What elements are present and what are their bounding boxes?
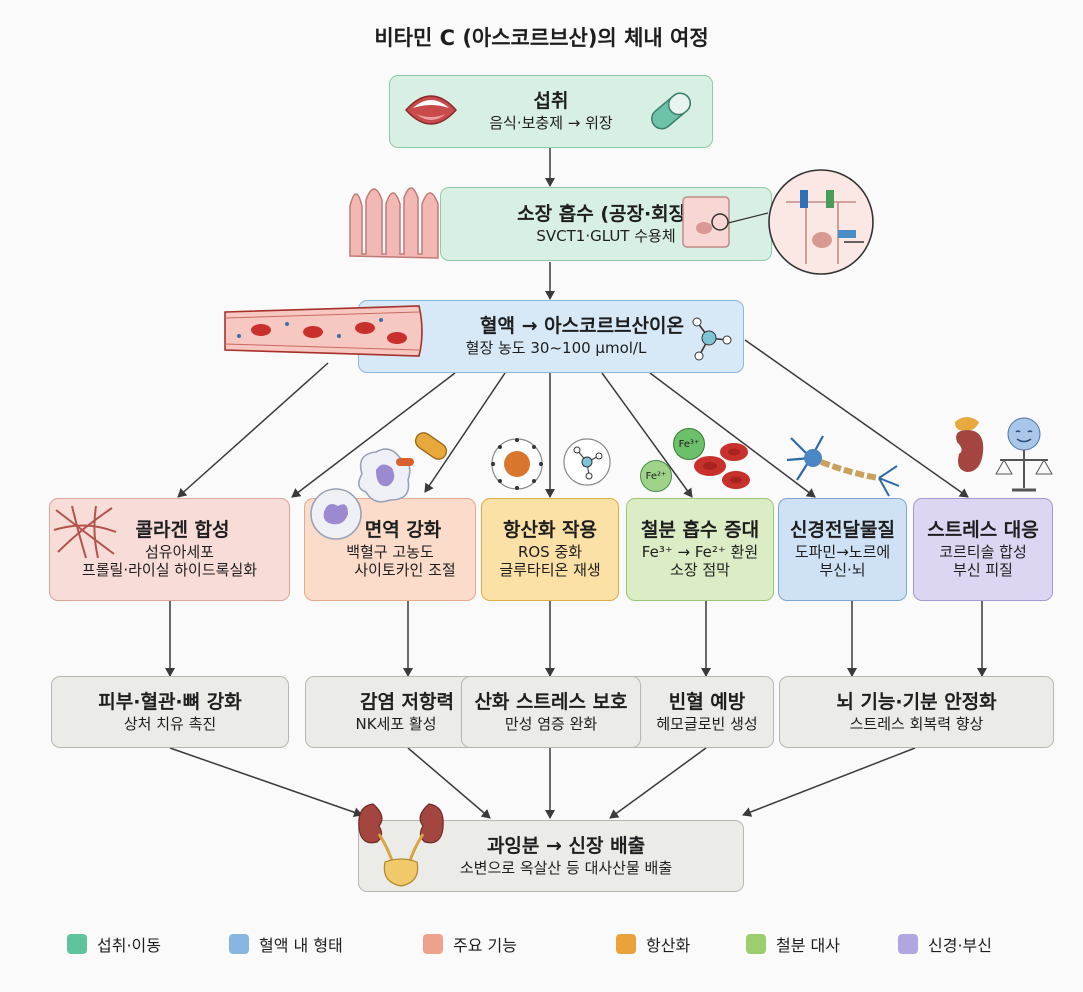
function-stress: 스트레스 대응 코르티솔 합성 부신 피질 <box>913 498 1053 601</box>
outcome-sub: 스트레스 회복력 향상 <box>849 714 984 733</box>
outcome-sub: 헤모글로빈 생성 <box>656 714 758 733</box>
blood-title: 혈액 → 아스코르브산이온 <box>480 315 684 338</box>
function-title: 신경전달물질 <box>790 518 895 541</box>
outcome-skin: 피부·혈관·뼈 강화 상처 치유 촉진 <box>51 676 289 748</box>
outcome-sub: NK세포 활성 <box>355 714 437 733</box>
function-title: 스트레스 대응 <box>927 518 1039 541</box>
arrow-blood-stress <box>744 339 969 498</box>
diagram-title: 비타민 C (아스코르브산)의 체내 여정 <box>374 26 709 50</box>
legend-label: 주요 기능 <box>453 936 517 955</box>
legend-item-neuro: 신경·부신 <box>898 932 992 956</box>
arrow-brain-excretion <box>742 747 916 817</box>
legend-item-blood: 혈액 내 형태 <box>229 932 343 956</box>
function-title: 항산화 작용 <box>502 518 597 541</box>
transporter-zoom-icon <box>727 169 874 275</box>
outcome-sub: 상처 치유 촉진 <box>123 714 217 733</box>
absorption-sub: SVCT1·GLUT 수용체 <box>536 226 676 245</box>
neuron-icon <box>786 435 900 497</box>
legend-label: 섭취·이동 <box>97 936 161 955</box>
iron-ion-fe3-icon: Fe³⁺ <box>673 428 705 460</box>
excretion-title: 과잉분 → 신장 배출 <box>486 834 646 857</box>
outcome-title: 빈혈 예방 <box>668 690 746 713</box>
white-blood-cell-icon <box>310 488 362 540</box>
outcome-infection: 감염 저항력 NK세포 활성 <box>305 676 487 748</box>
legend-swatch <box>229 934 249 954</box>
arrow-blood-collagen <box>177 362 329 498</box>
radical-molecule-icon <box>563 438 611 486</box>
intestinal-villi-icon <box>349 187 439 259</box>
bacteria-icon <box>396 432 448 466</box>
arrow-infection-excretion <box>407 747 491 819</box>
legend-item-intake: 섭취·이동 <box>67 932 161 956</box>
function-title: 콜라겐 합성 <box>135 518 230 541</box>
function-line: 섬유아세포 <box>144 542 214 561</box>
function-neurotransmitter: 신경전달물질 도파민→노르에 부신·뇌 <box>778 498 907 601</box>
intake-sub: 음식·보충제 → 위장 <box>489 114 613 132</box>
legend-swatch <box>67 934 87 954</box>
molecule-icon <box>692 317 732 361</box>
legend-label: 혈액 내 형태 <box>259 936 343 955</box>
function-iron: 철분 흡수 증대 Fe³⁺ → Fe²⁺ 환원 소장 점막 <box>626 498 774 601</box>
arrow-blood-neuro <box>649 372 816 498</box>
outcome-brain: 뇌 기능·기분 안정화 스트레스 회복력 향상 <box>779 676 1054 748</box>
legend-item-iron: 철분 대사 <box>746 932 840 956</box>
mouth-icon <box>404 95 458 125</box>
collagen-fiber-icon <box>53 505 117 559</box>
outcome-title: 뇌 기능·기분 안정화 <box>836 690 997 713</box>
function-line: 소장 점막 <box>670 561 730 580</box>
function-line: 글루타티온 재생 <box>499 561 601 580</box>
fe3-label: Fe³⁺ <box>678 438 700 450</box>
function-line: 부신·뇌 <box>819 561 866 580</box>
function-line: 사이토카인 조절 <box>354 561 456 580</box>
function-line: 부신 피질 <box>953 561 1013 580</box>
outcome-title: 감염 저항력 <box>359 690 454 713</box>
outcome-title: 피부·혈관·뼈 강화 <box>98 690 242 713</box>
outcome-sub: 만성 염증 완화 <box>504 714 598 733</box>
function-line: Fe³⁺ → Fe²⁺ 환원 <box>641 542 759 561</box>
outcome-oxidative: 산화 스트레스 보호 만성 염증 완화 <box>461 676 641 748</box>
intake-title: 섭취 <box>533 90 569 113</box>
function-title: 철분 흡수 증대 <box>640 518 760 541</box>
arrow-blood-immune <box>291 372 456 498</box>
red-blood-cells-icon <box>694 443 750 489</box>
iron-ion-fe2-icon: Fe²⁺ <box>640 460 672 492</box>
arrow-blood-immune-cells <box>424 372 506 493</box>
adrenal-kidney-icon <box>955 417 984 472</box>
antioxidant-icon <box>491 438 543 490</box>
function-collagen: 콜라겐 합성 섬유아세포 프롤릴·라이실 하이드록실화 <box>49 498 290 601</box>
blood-vessel-icon <box>224 305 423 357</box>
legend-swatch <box>898 934 918 954</box>
function-line: 프롤릴·라이실 하이드록실화 <box>81 561 258 580</box>
function-line: 백혈구 고농도 <box>346 542 434 561</box>
arrow-skin-excretion <box>169 747 363 818</box>
arrow-blood-iron <box>601 372 693 498</box>
arrow-anemia-excretion <box>609 747 707 819</box>
fe2-label: Fe²⁺ <box>645 470 667 482</box>
enterocyte-cell-icon <box>682 196 730 248</box>
function-line: 도파민→노르에 <box>794 542 891 561</box>
excretion-sub: 소변으로 옥살산 등 대사산물 배출 <box>459 858 673 877</box>
blood-sub: 혈장 농도 30~100 μmol/L <box>465 339 647 357</box>
legend-swatch <box>423 934 443 954</box>
outcome-title: 산화 스트레스 보호 <box>474 690 628 713</box>
function-line: ROS 중화 <box>517 542 583 561</box>
legend-item-function: 주요 기능 <box>423 932 517 956</box>
legend-label: 신경·부신 <box>928 936 992 955</box>
kidney-bladder-icon <box>358 803 444 887</box>
function-line: 코르티솔 합성 <box>939 542 1027 561</box>
legend-swatch <box>616 934 636 954</box>
capsule-icon <box>651 92 691 130</box>
legend-label: 항산화 <box>646 936 691 955</box>
legend-label: 철분 대사 <box>776 936 840 955</box>
absorption-title: 소장 흡수 (공장·회장) <box>517 202 695 225</box>
balance-scale-face-icon <box>995 417 1053 492</box>
legend-swatch <box>746 934 766 954</box>
legend-item-antioxidant: 항산화 <box>616 932 690 956</box>
function-title: 면역 강화 <box>364 518 442 541</box>
function-antioxidant: 항산화 작용 ROS 중화 글루타티온 재생 <box>481 498 619 601</box>
